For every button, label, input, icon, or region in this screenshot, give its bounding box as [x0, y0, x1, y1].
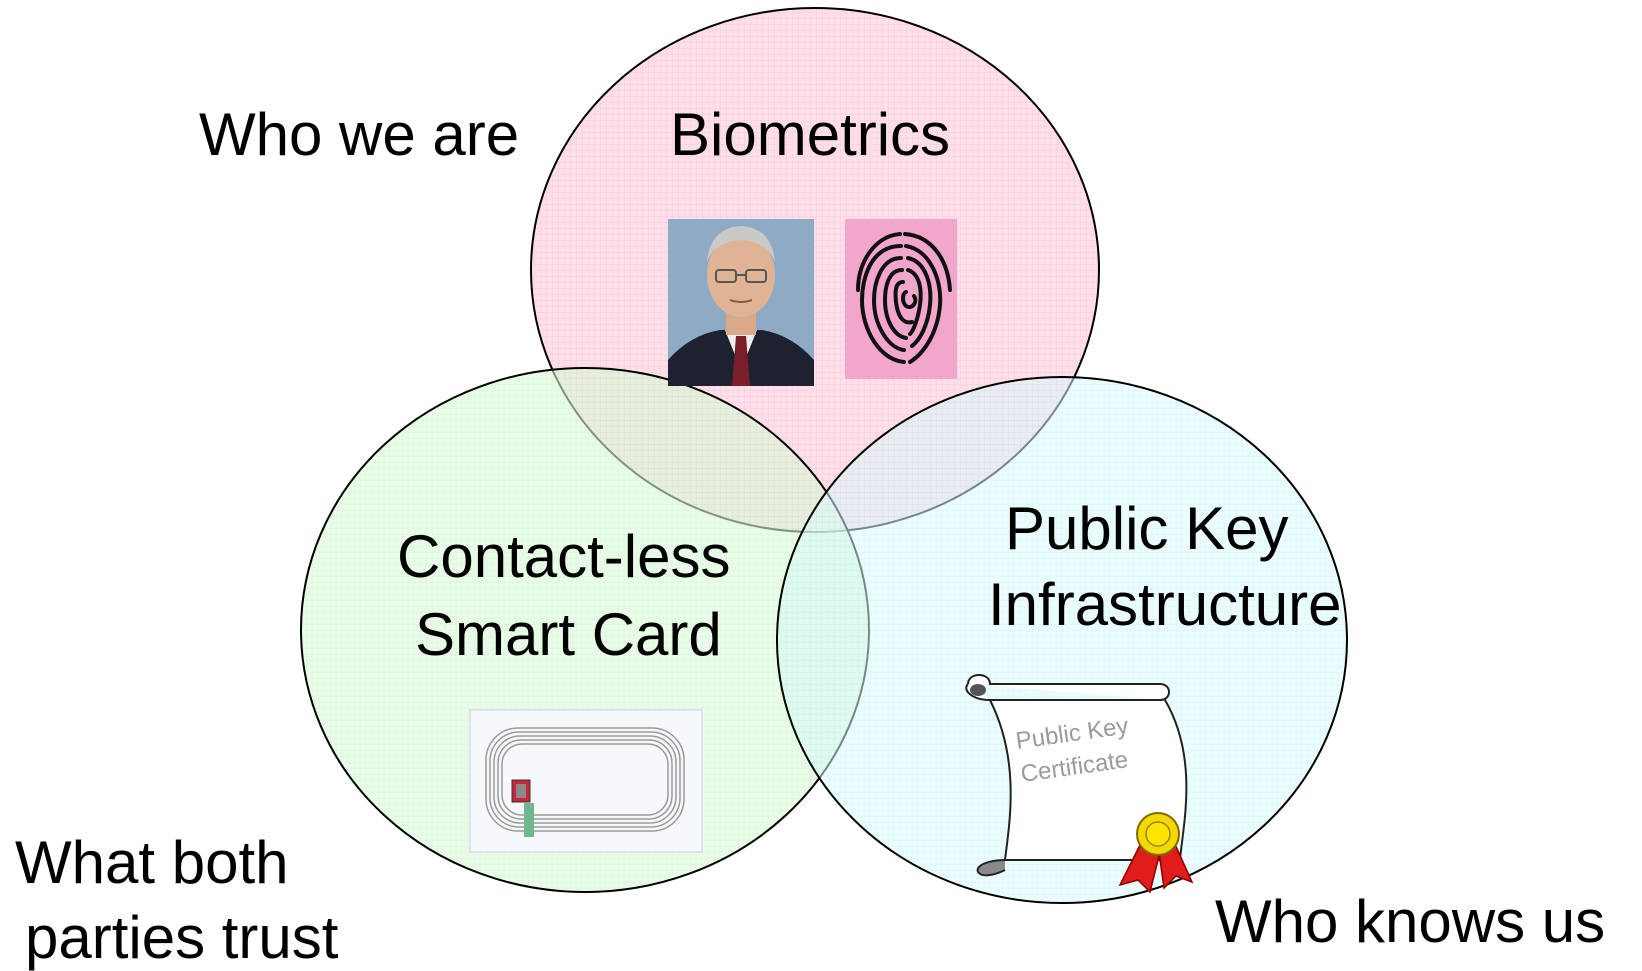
- smart-card-title-line1: Contact-less: [397, 523, 730, 590]
- fingerprint-icon: [845, 219, 957, 379]
- what-both-label-line2: parties trust: [25, 904, 339, 971]
- smart-card-antenna-icon: [469, 709, 703, 853]
- who-knows-us-label: Who knows us: [1215, 888, 1605, 955]
- pki-title-line2: Infrastructure: [988, 571, 1341, 638]
- what-both-label-line1: What both: [15, 829, 289, 896]
- certificate-scroll-icon: Public Key Certificate: [965, 674, 1188, 877]
- person-portrait-icon: [668, 219, 814, 386]
- pki-circle: [776, 376, 1348, 904]
- award-ribbon-icon: [1118, 812, 1194, 894]
- smart-card-title-line2: Smart Card: [415, 601, 722, 668]
- who-we-are-label: Who we are: [199, 101, 519, 168]
- pki-title-line1: Public Key: [1005, 495, 1288, 562]
- biometrics-title: Biometrics: [670, 101, 950, 168]
